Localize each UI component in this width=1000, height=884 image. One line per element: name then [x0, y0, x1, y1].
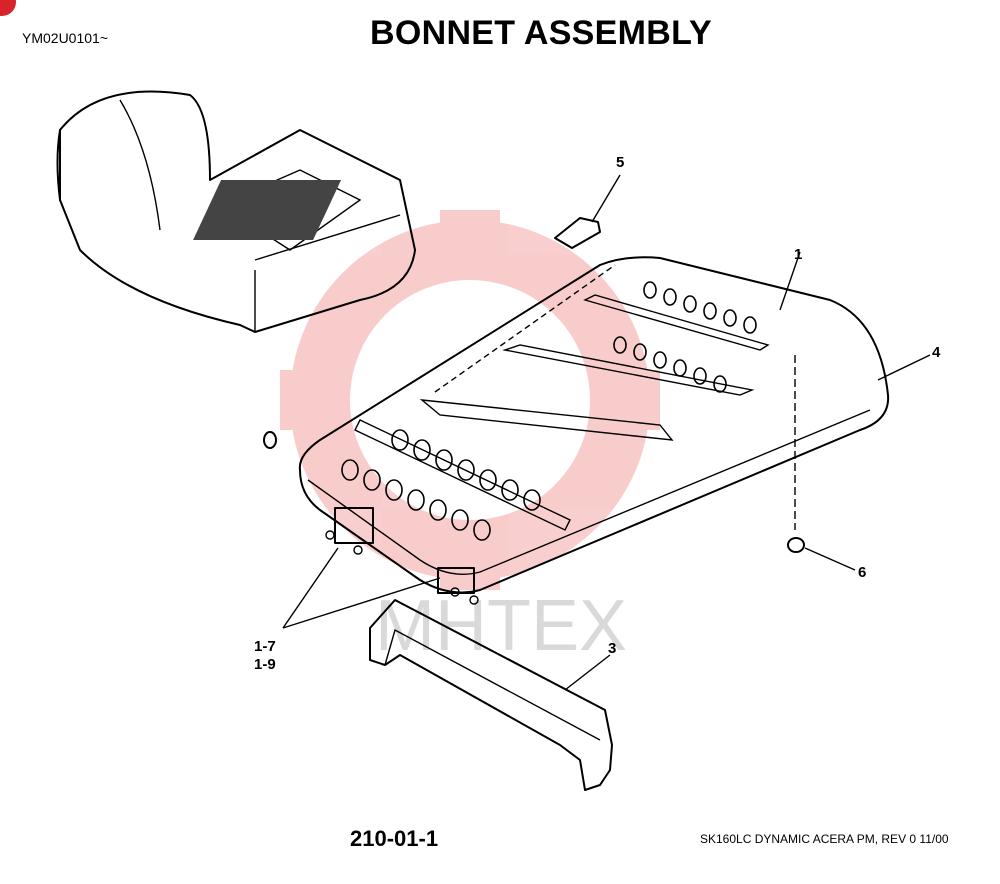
- watermark-text: MHTEX: [375, 586, 627, 666]
- callout-5: 5: [616, 154, 625, 171]
- page-title: BONNET ASSEMBLY: [370, 14, 713, 52]
- part-6-cushion: [787, 537, 856, 571]
- hinge-left: [325, 507, 374, 555]
- hinge-right: [437, 567, 479, 605]
- small-ring: [263, 431, 277, 449]
- watermark-gear: [280, 210, 660, 590]
- callout-1-9: 1-9: [254, 656, 276, 673]
- part-3-cover: [369, 599, 613, 791]
- part-5-latch: [554, 174, 621, 249]
- callout-4: 4: [932, 344, 941, 361]
- callout-1-7: 1-7: [254, 638, 276, 655]
- model-revision: SK160LC DYNAMIC ACERA PM, REV 0 11/00: [700, 832, 949, 846]
- leader-1-7-a: [282, 547, 339, 629]
- leader-1-7-b: [282, 577, 441, 629]
- serial-range: YM02U0101~: [22, 30, 109, 46]
- page-number: 210-01-1: [350, 826, 439, 851]
- callout-6: 6: [858, 564, 867, 581]
- machine-overview: [56, 90, 416, 333]
- callout-1: 1: [794, 246, 803, 263]
- callout-3: 3: [608, 640, 617, 657]
- part-1-bonnet-panel: [298, 251, 931, 594]
